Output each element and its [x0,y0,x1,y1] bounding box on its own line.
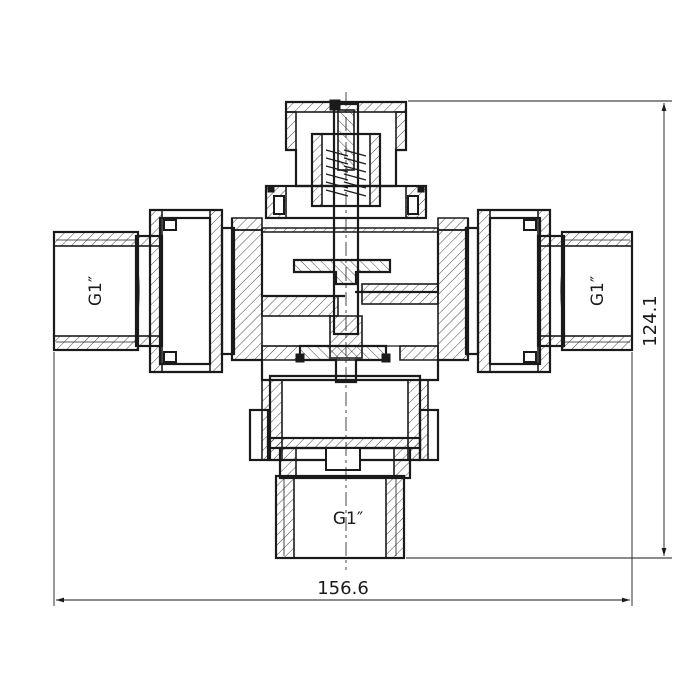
thread-label-left: G1″ [86,276,106,306]
height-dimension: 124.1 [406,100,672,559]
valve-disk [292,258,392,384]
thread-label-bottom: G1″ [333,509,363,529]
left-union-connector [52,208,236,374]
valve-body [230,217,470,382]
width-dimension: 156.6 [53,352,633,606]
height-dimension-value: 124.1 [640,295,661,347]
thread-label-right: G1″ [588,276,608,306]
width-dimension-value: 156.6 [317,578,369,599]
spring-coil [325,149,367,197]
bottom-outlet [248,374,440,560]
right-union-connector [464,208,634,374]
